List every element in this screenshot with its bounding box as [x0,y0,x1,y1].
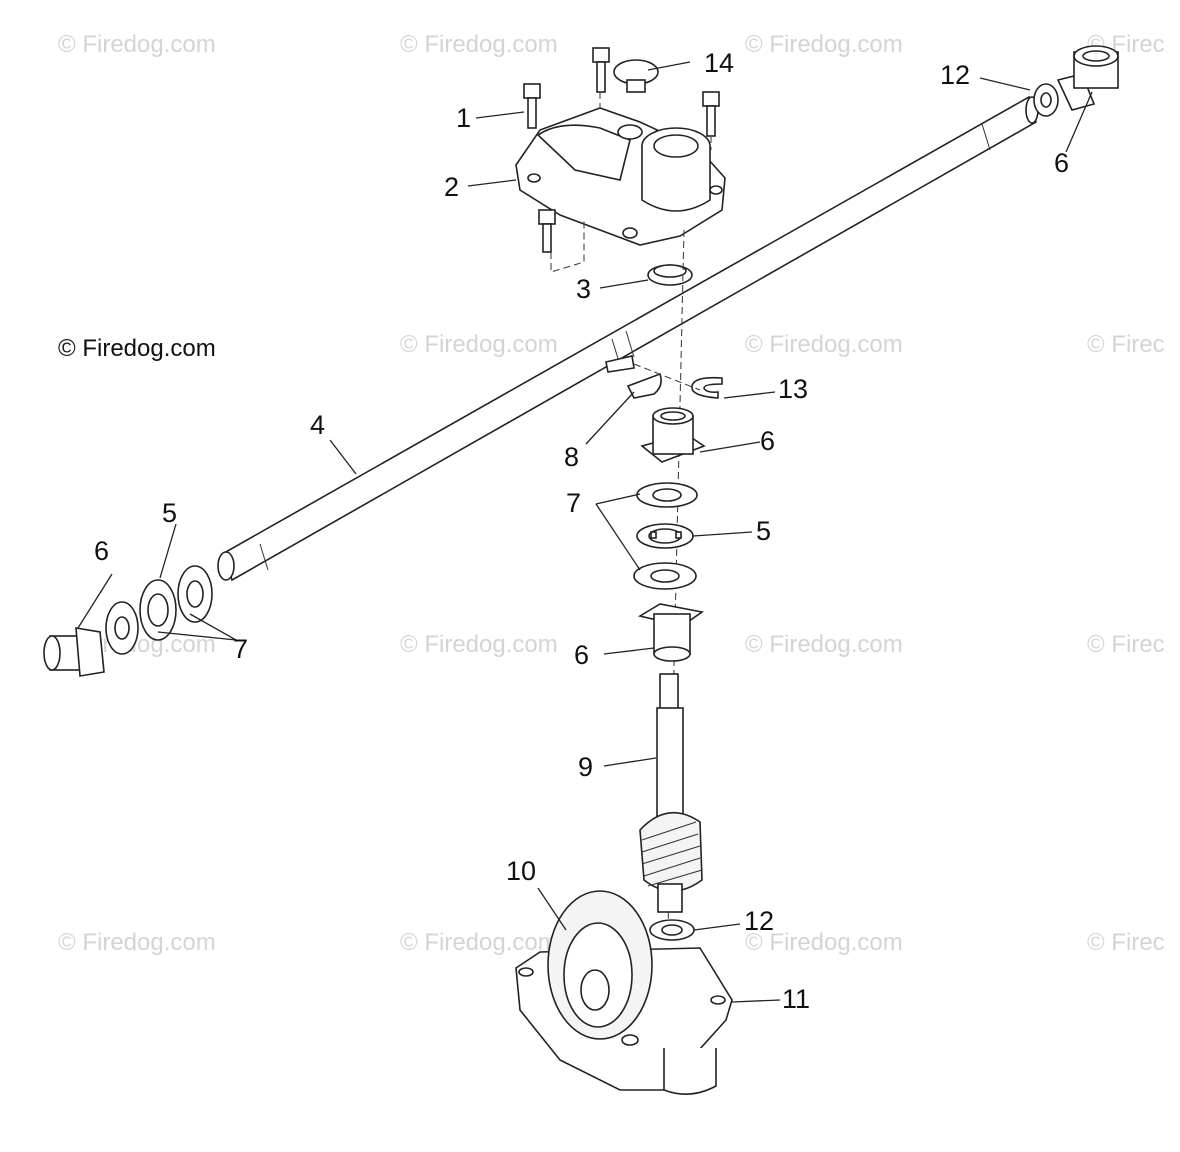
watermark-faint: © Firedog.com [745,631,903,658]
callout-6: 6 [1054,148,1069,178]
callout-5: 5 [162,498,177,528]
watermark-faint-partial: © Firec [1087,331,1165,358]
left-washers [105,565,213,655]
watermark-faint: © Firedog.com [745,31,903,58]
watermark-faint: © Firedog.com [400,631,558,658]
watermark-faint: © Firedog.com [400,929,558,956]
plug [613,59,659,93]
seal [647,264,693,286]
callout-labels: 1 2 3 4 5 5 6 6 6 6 7 7 8 9 10 11 12 12 … [94,48,1069,1014]
upper-gear-housing [515,107,726,246]
callout-7: 7 [233,634,248,664]
callout-4: 4 [310,410,325,440]
watermark-faint: © Firedog.com [400,331,558,358]
housing-screws [523,47,720,253]
flanged-bushing-lower [637,603,705,662]
callout-7: 7 [566,488,581,518]
retaining-ring [691,376,723,399]
callout-10: 10 [506,856,536,886]
flanged-bushing-upper [640,407,706,463]
watermark-faint-partial: © Firec [1087,631,1165,658]
callout-6: 6 [574,640,589,670]
worm-shaft [639,673,703,913]
callout-6: 6 [760,426,775,456]
long-shaft [217,95,1039,582]
callout-14: 14 [704,48,734,78]
leader-lines [77,61,1093,1003]
watermark-faint: © Firedog.com [745,929,903,956]
callout-8: 8 [564,442,579,472]
callout-13: 13 [778,374,808,404]
watermark-faint: © Firedog.com [58,31,216,58]
callout-9: 9 [578,752,593,782]
helical-gear [547,890,653,1040]
woodruff-key [626,372,662,399]
thrust-washer-lower [649,919,695,941]
thrust-washer-right [1033,83,1059,117]
center-washers [633,482,698,590]
callout-6: 6 [94,536,109,566]
callout-12: 12 [940,60,970,90]
watermark-faint: © Firedog.com [400,31,558,58]
watermark-faint: © Firedog.com [745,331,903,358]
watermark-faint-partial: © Firec [1087,929,1165,956]
callout-3: 3 [576,274,591,304]
callout-1: 1 [456,103,471,133]
callout-2: 2 [444,172,459,202]
flanged-bushing-right [1056,45,1119,111]
watermark-faint: © Firedog.com [58,929,216,956]
callout-5: 5 [756,516,771,546]
watermark-grid: © Firedog.com © Firedog.com © Firedog.co… [58,31,1165,956]
watermark-main: © Firedog.com [58,335,216,362]
callout-12: 12 [744,906,774,936]
callout-11: 11 [782,984,810,1014]
flanged-bushing-left [43,627,105,677]
